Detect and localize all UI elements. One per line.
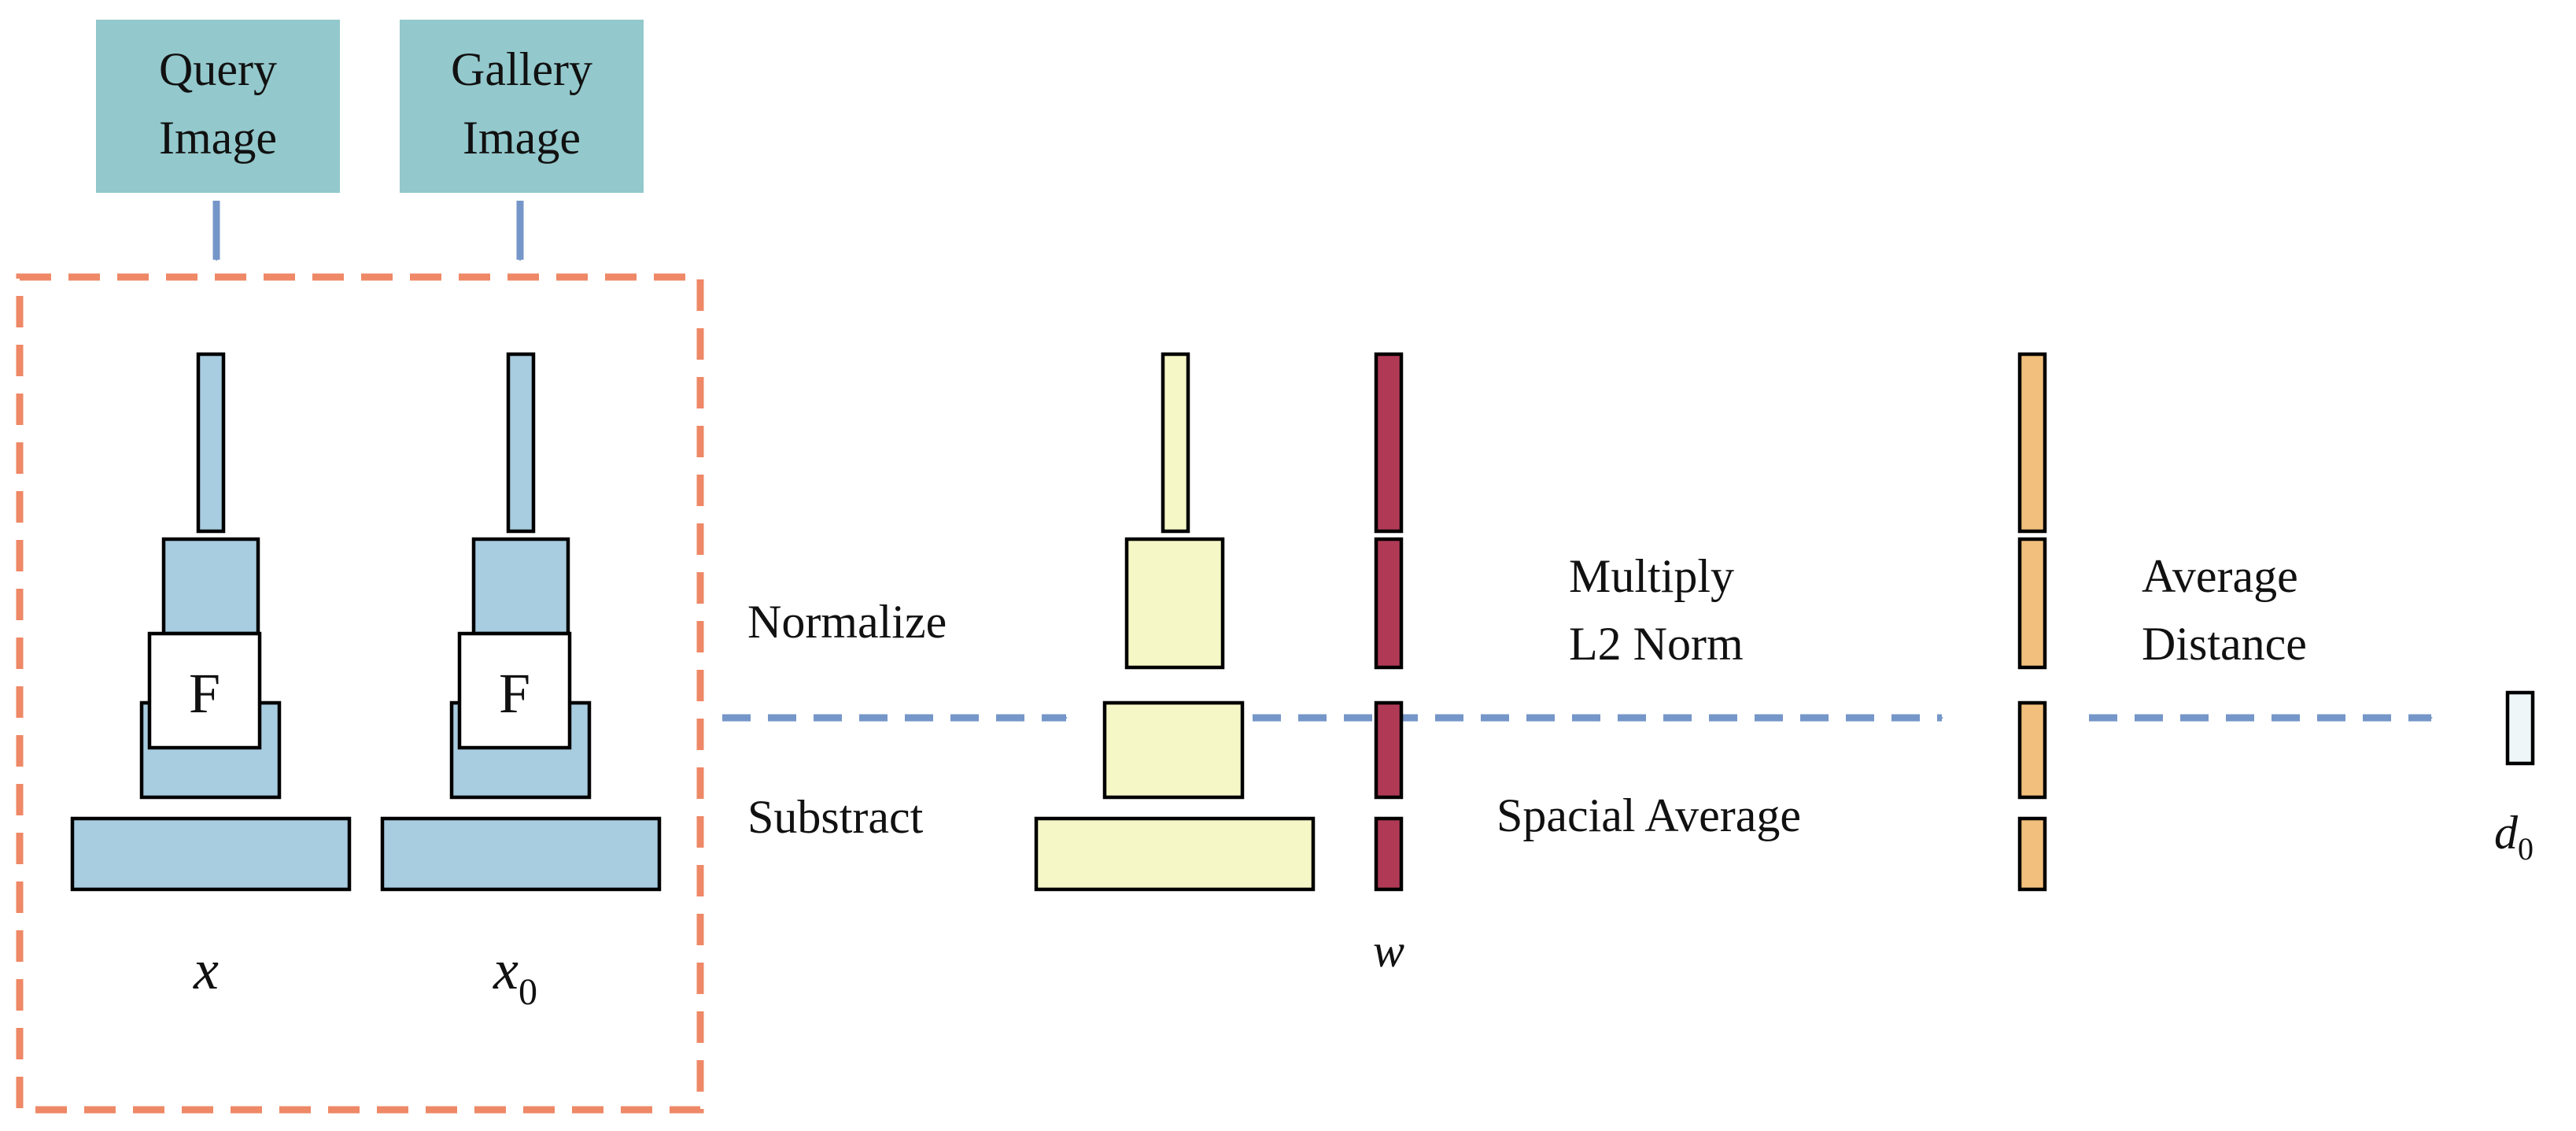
- gallery-variable-x0: x0: [493, 938, 537, 1013]
- layer-distance-bar: [2017, 352, 2047, 534]
- query-image-label-line1: Query: [159, 43, 277, 95]
- normalize-label: Normalize: [747, 596, 947, 648]
- network-f-label: F: [189, 662, 220, 725]
- network-f-box: [147, 631, 262, 750]
- feature-layer: [161, 537, 260, 636]
- query-image-label-line2: Image: [159, 112, 277, 164]
- layer-distance-bar: [2017, 816, 2047, 892]
- weight-w-bars: [1374, 352, 1404, 892]
- layer-distance-bar: [2017, 537, 2047, 670]
- output-variable-d0: d0: [2494, 807, 2534, 867]
- output-distance-box: [2505, 690, 2535, 766]
- gallery-image-box: Gallery Image: [400, 20, 644, 193]
- difference-feature-stack: [1034, 352, 1316, 892]
- gallery-image-label-line1: Gallery: [451, 43, 592, 95]
- difference-layer: [1102, 700, 1245, 800]
- average-label-line2: Distance: [2142, 618, 2307, 670]
- substract-label: Substract: [747, 791, 924, 843]
- network-f-label: F: [499, 662, 530, 725]
- feature-layer: [506, 352, 536, 534]
- spacial-average-label: Spacial Average: [1497, 789, 1801, 841]
- weight-bar: [1374, 700, 1404, 800]
- difference-layer: [1161, 352, 1190, 534]
- weight-variable-w: w: [1373, 925, 1404, 977]
- feature-layer: [471, 537, 570, 636]
- layer-distance-bar: [2017, 700, 2047, 800]
- query-variable-x: x: [193, 938, 219, 1001]
- multiply-label-line2: L2 Norm: [1569, 618, 1744, 670]
- weight-bar: [1374, 352, 1404, 534]
- difference-layer: [1034, 816, 1316, 892]
- feature-layer: [380, 816, 662, 892]
- weight-bar: [1374, 816, 1404, 892]
- feature-layer: [70, 816, 352, 892]
- network-dashed-border: [16, 273, 704, 1114]
- query-image-box: Query Image: [96, 20, 340, 193]
- network-f-box: [457, 631, 572, 750]
- input-arrows: [212, 201, 524, 261]
- difference-layer: [1124, 537, 1225, 670]
- multiply-label-line1: Multiply: [1569, 550, 1734, 602]
- layer-distance-bars: [2017, 352, 2047, 892]
- query-feature-stack: [70, 352, 352, 892]
- average-label-line1: Average: [2142, 550, 2298, 602]
- weight-bar: [1374, 537, 1404, 670]
- gallery-feature-stack: [380, 352, 662, 892]
- feature-layer: [196, 352, 226, 534]
- gallery-image-label-line2: Image: [463, 112, 581, 164]
